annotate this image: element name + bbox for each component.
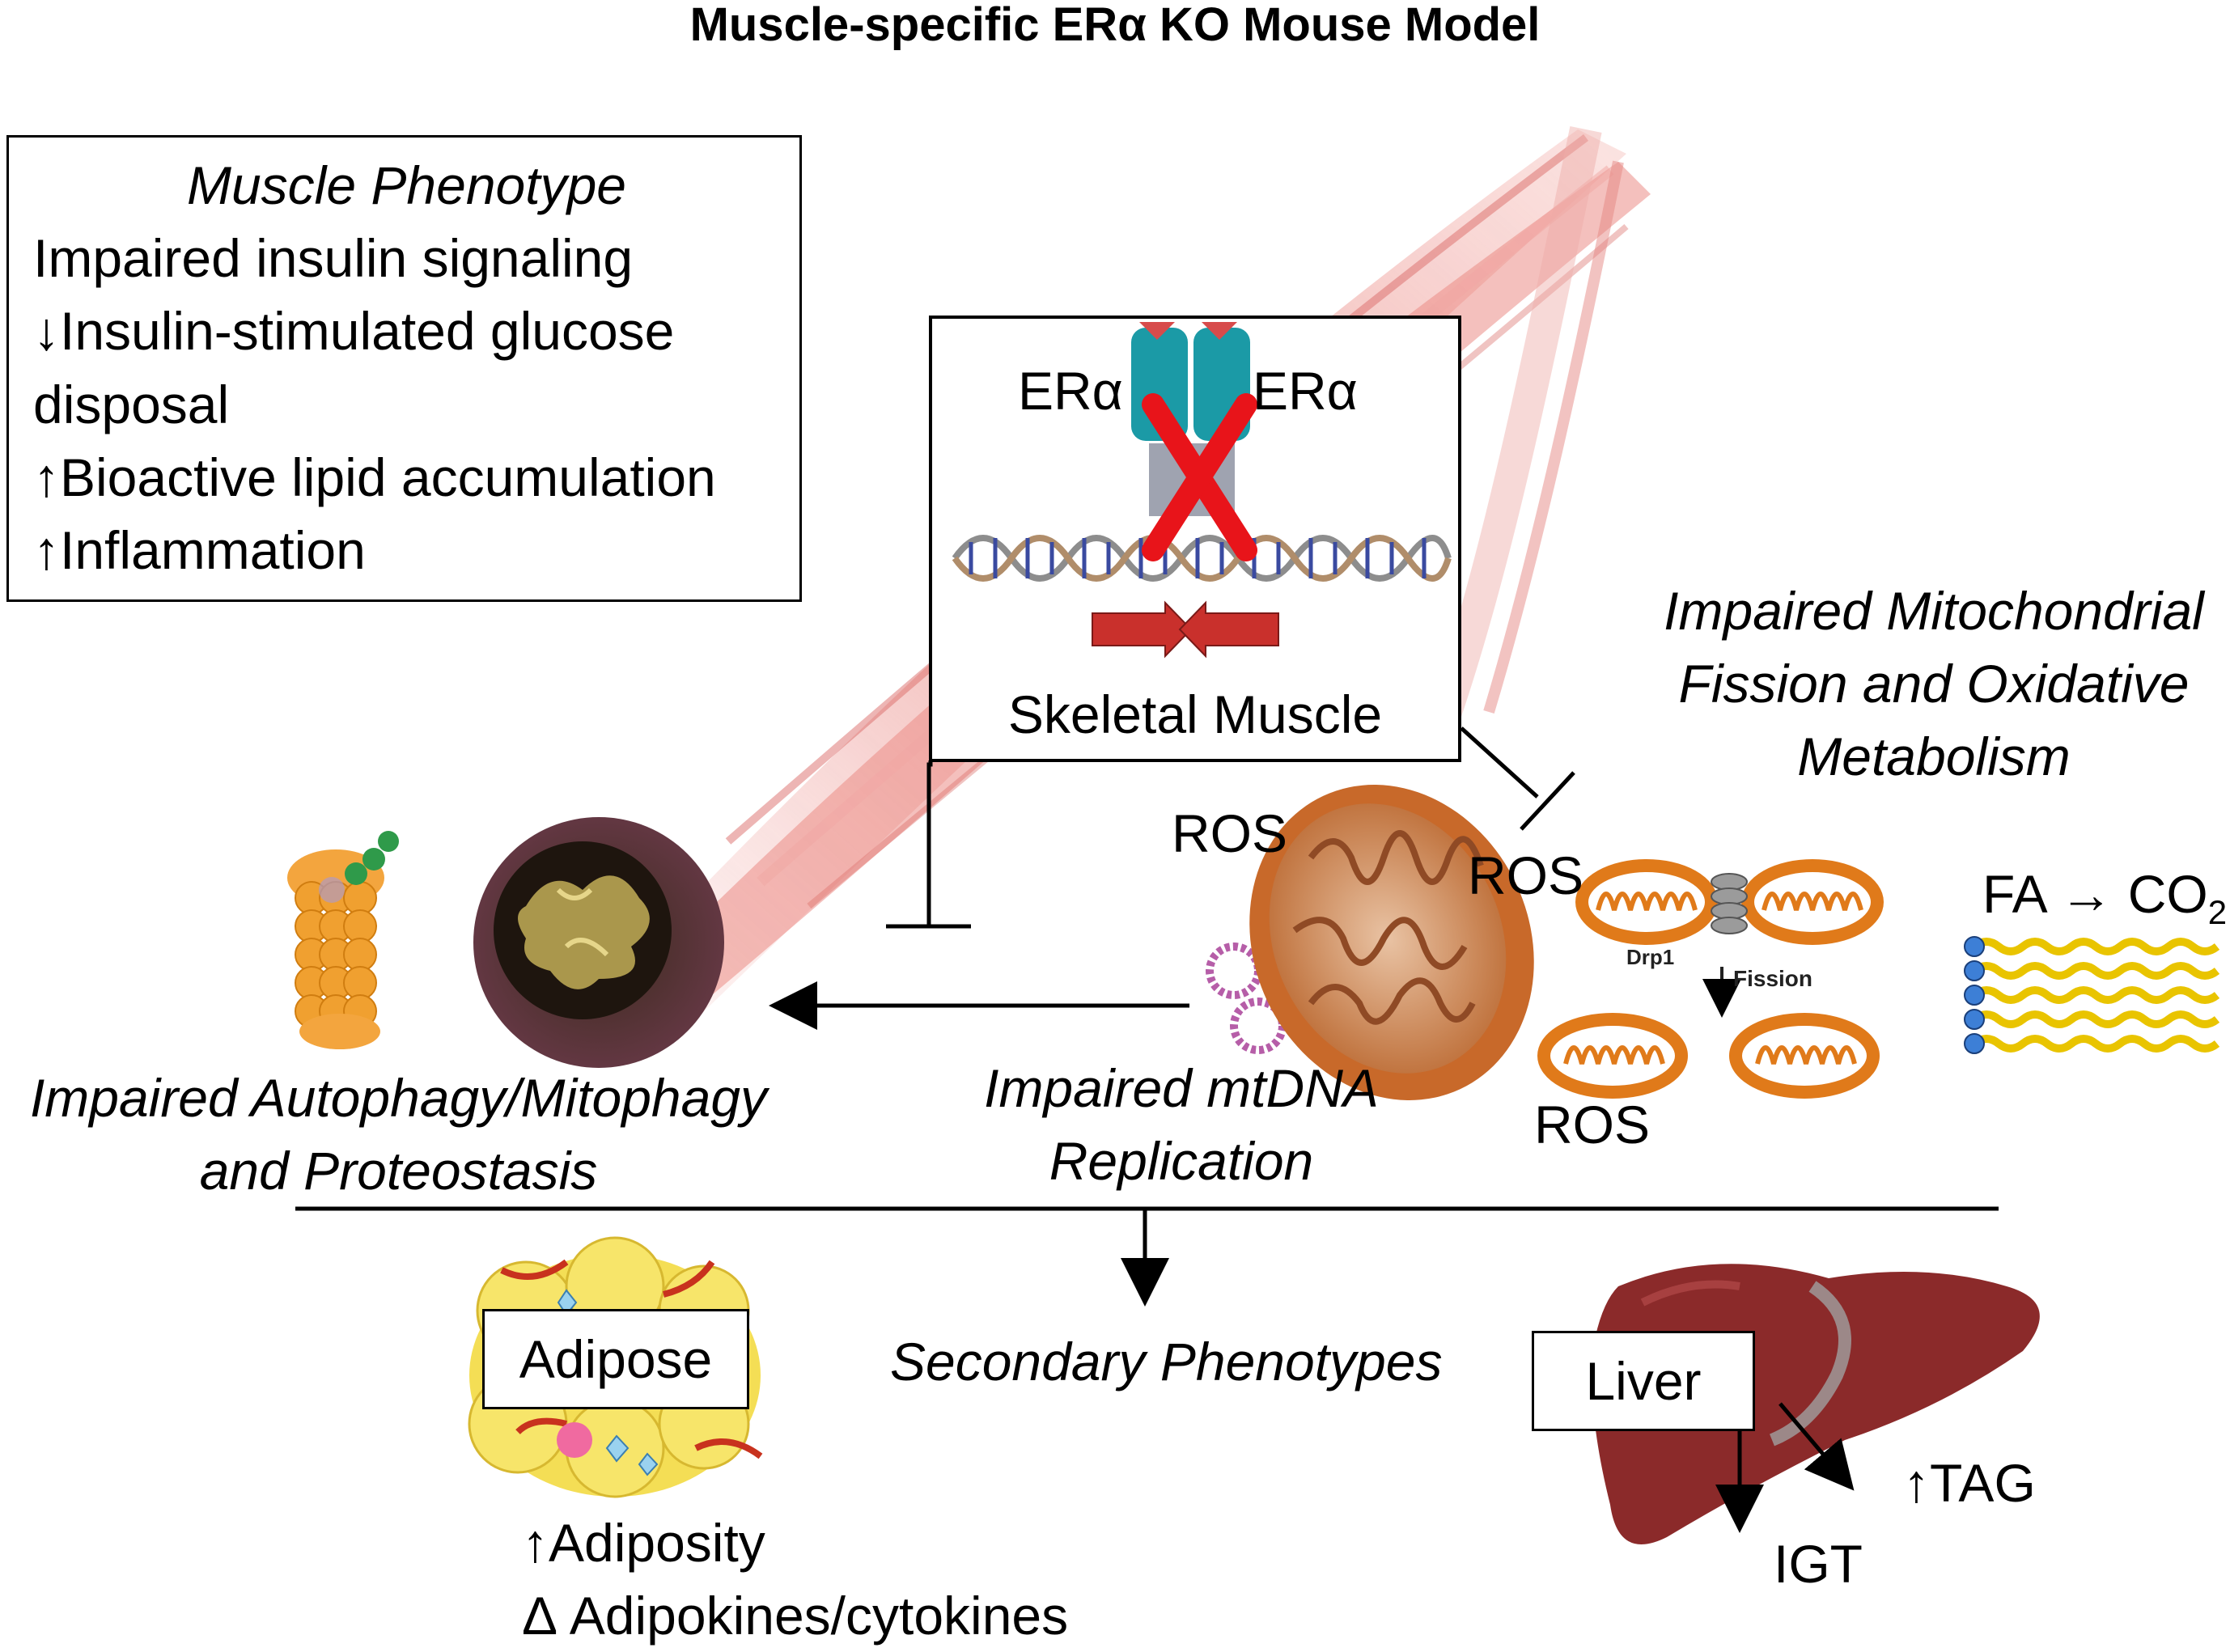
autophagy-line-1: Impaired Autophagy/Mitophagy [29, 1068, 768, 1128]
mtdna-line-1: Impaired mtDNA [984, 1058, 1379, 1118]
knockout-x-icon [1142, 393, 1257, 561]
secondary-phenotypes-label: Secondary Phenotypes [890, 1332, 1443, 1391]
fa-co2-subscript: 2 [2207, 893, 2228, 932]
liver-igt-label: IGT [1774, 1534, 1863, 1594]
adiposity-line: ↑Adiposity [522, 1513, 765, 1573]
ros-label-1: ROS [1172, 803, 1288, 863]
muscle-phenotype-box: Muscle Phenotype Impaired insulin signal… [6, 135, 802, 602]
mtdna-line-2: Replication [1049, 1131, 1314, 1191]
er-alpha-label-left: ERα [1018, 361, 1123, 421]
fatty-acid-icon [1964, 936, 2220, 1054]
skeletal-muscle-caption: Skeletal Muscle [1007, 684, 1383, 744]
er-alpha-label-right: ERα [1253, 361, 1358, 421]
adipose-label-box: Adipose [482, 1309, 749, 1409]
adipokines-line: Δ Adipokines/cytokines [522, 1586, 1069, 1646]
response-element-arrows-icon [1092, 600, 1279, 659]
phenotype-line-3: disposal [33, 375, 230, 434]
ros-label-3: ROS [1534, 1095, 1651, 1154]
mitochondrion-icon [1249, 785, 1534, 1100]
inhibition-line-left [886, 760, 971, 929]
liver-label: Liver [1585, 1351, 1702, 1411]
autophagy-line-2: and Proteostasis [199, 1141, 598, 1201]
liver-tag-label: ↑TAG [1903, 1453, 2036, 1513]
arrow-liver-tag [1778, 1402, 1855, 1491]
autophagosome-icon [473, 817, 724, 1068]
adipose-label: Adipose [519, 1329, 713, 1389]
muscle-phenotype-heading: Muscle Phenotype [187, 155, 626, 215]
dna-helix-icon [952, 535, 1452, 582]
fission-label: Fission [1733, 966, 1813, 991]
fa-co2-text: FA → CO [1982, 864, 2208, 924]
inhibition-line-right [1460, 726, 1575, 831]
drp1-label: Drp1 [1626, 945, 1675, 969]
phenotype-line-1: Impaired insulin signaling [33, 228, 634, 288]
page-title: Muscle-specific ERα KO Mouse Model [689, 0, 1541, 51]
mito-text-line-2: Fission and Oxidative [1678, 654, 2190, 714]
phenotype-line-4: ↑Bioactive lipid accumulation [33, 447, 716, 507]
liver-label-box: Liver [1532, 1331, 1755, 1431]
proteasome-icon [287, 831, 399, 1049]
mitochondrial-fission-icon [1537, 859, 1884, 1099]
ros-label-2: ROS [1468, 845, 1584, 905]
fa-co2-label: FA → CO2 [1982, 858, 2227, 949]
phenotype-line-5: ↑Inflammation [33, 520, 366, 580]
mito-text-line-3: Metabolism [1797, 726, 2071, 786]
phenotype-line-2: ↓Insulin-stimulated glucose [33, 301, 675, 361]
mito-text-line-1: Impaired Mitochondrial [1664, 581, 2204, 641]
